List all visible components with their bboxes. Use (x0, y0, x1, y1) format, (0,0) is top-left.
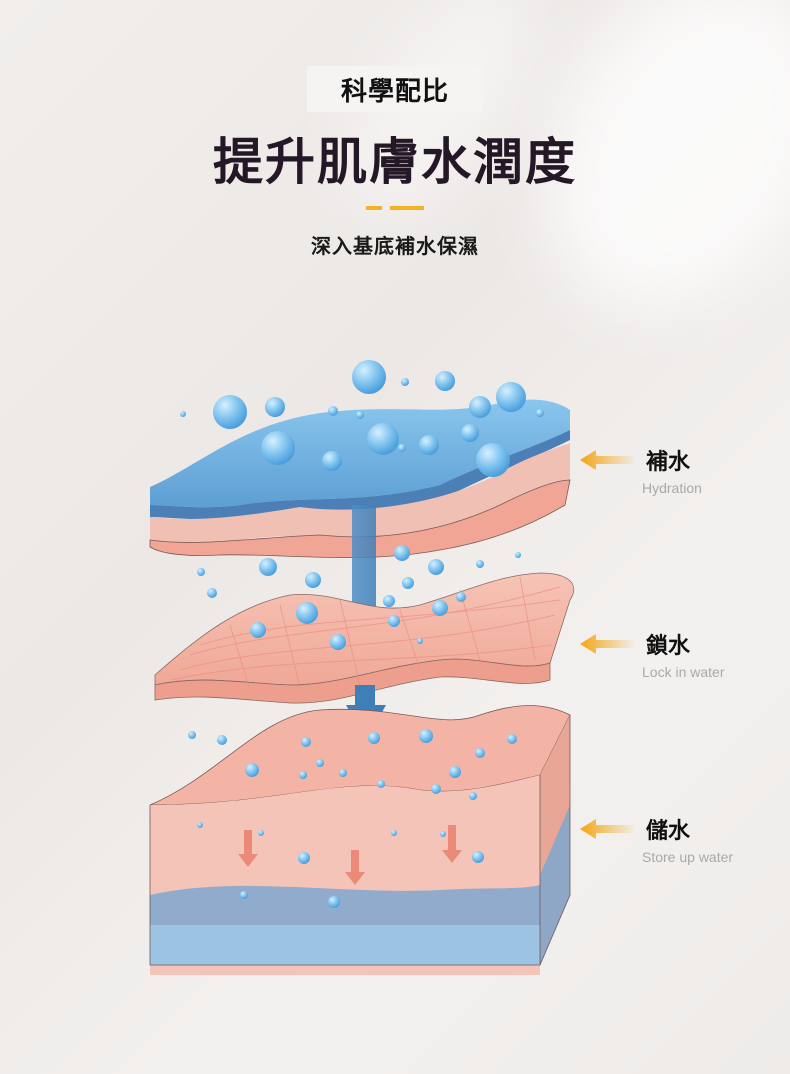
label-en: Store up water (642, 849, 734, 865)
label-zh: 儲水 (646, 819, 691, 844)
water-droplets (180, 360, 544, 908)
page-title: 提升肌膚水潤度 (213, 133, 577, 191)
page-subtitle: 深入基底補水保濕 (311, 234, 479, 258)
background-light (316, 0, 564, 241)
accent-dash (366, 206, 382, 210)
eyebrow-label: 科學配比 (307, 66, 483, 112)
dermis-block (149, 705, 571, 975)
label-zh: 補水 (646, 450, 691, 475)
arrow-left-icon (580, 450, 636, 470)
label-en: Hydration (642, 480, 702, 496)
arrow-left-icon (580, 819, 636, 839)
mesh-layer (154, 572, 575, 704)
accent-dash (390, 206, 424, 210)
label-en: Lock in water (642, 664, 725, 680)
flow-shaft (355, 685, 375, 705)
skin-layers-illustration (149, 360, 575, 975)
label-zh: 鎖水 (646, 634, 691, 659)
arrow-left-icon (580, 634, 636, 654)
